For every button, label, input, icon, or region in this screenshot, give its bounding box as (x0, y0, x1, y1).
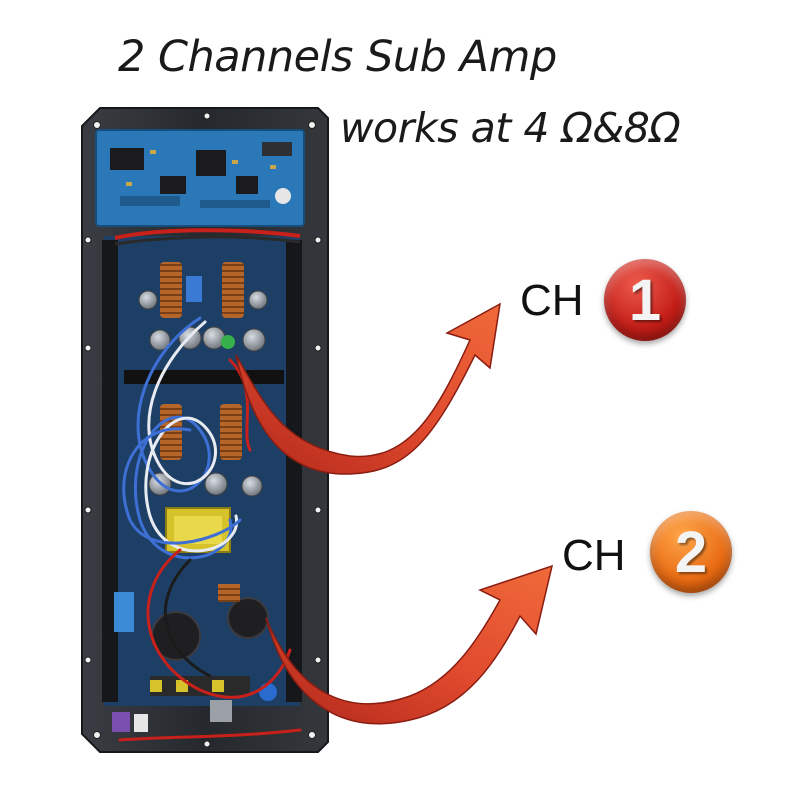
power-pcb (102, 228, 302, 742)
channel-1-label: CH (520, 276, 584, 325)
channel-2-badge: 2 (650, 511, 732, 593)
control-pcb (95, 129, 305, 227)
channel-2-label: CH (562, 531, 626, 580)
ch1-arrow (235, 302, 501, 475)
channel-1-badge: 1 (604, 259, 686, 341)
headline-line-2: works at 4 Ω&8Ω (340, 104, 681, 152)
headline-line-1: 2 Channels Sub Amp (118, 32, 557, 82)
ch2-arrow (265, 564, 554, 725)
